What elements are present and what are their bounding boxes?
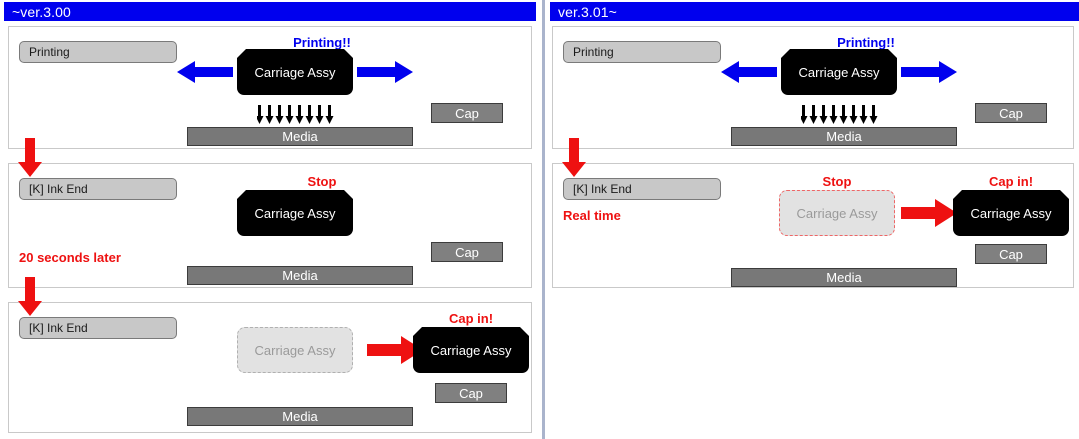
version-header-right: ver.3.01~ [550, 2, 1079, 21]
carriage-assy-ghost: Carriage Assy [779, 190, 895, 236]
cap-block: Cap [975, 244, 1047, 264]
version-column-old: ~ver.3.00 Printing Printing!! Carriage A… [4, 2, 536, 433]
carriage-assy: Carriage Assy [953, 190, 1069, 236]
scan-arrow-left-icon [721, 59, 777, 85]
column-divider [542, 0, 545, 439]
status-chip-printing: Printing [563, 41, 721, 63]
caption-stop: Stop [307, 174, 337, 189]
note-delay: 20 seconds later [19, 250, 121, 265]
media-bar: Media [731, 268, 957, 287]
carriage-assy: Carriage Assy [237, 49, 353, 95]
media-bar: Media [731, 127, 957, 146]
status-chip-ink-end: [K] Ink End [19, 317, 177, 339]
flow-arrow-down-icon [561, 138, 587, 178]
panel-left-printing: Printing Printing!! Carriage Assy [8, 26, 532, 149]
cap-block: Cap [975, 103, 1047, 123]
flow-arrow-down-icon [17, 138, 43, 178]
cap-block: Cap [431, 103, 503, 123]
carriage-assy: Carriage Assy [237, 190, 353, 236]
scan-arrow-left-icon [177, 59, 233, 85]
panel-left-ink-end-stopped: [K] Ink End Stop Carriage Assy 20 second… [8, 163, 532, 288]
status-chip-printing: Printing [19, 41, 177, 63]
carriage-assy: Carriage Assy [781, 49, 897, 95]
media-bar: Media [187, 127, 413, 146]
carriage-assy: Carriage Assy [413, 327, 529, 373]
panel-left-capped: [K] Ink End Carriage Assy Cap in! Carria… [8, 302, 532, 433]
flow-arrow-down-icon [17, 277, 43, 317]
version-column-new: ver.3.01~ Printing Printing!! Carriage A… [546, 0, 1079, 439]
caption-cap-in: Cap in! [988, 174, 1034, 189]
media-bar: Media [187, 407, 413, 426]
note-realtime: Real time [563, 208, 621, 223]
move-arrow-right-icon [367, 335, 423, 365]
caption-printing: Printing!! [837, 35, 895, 50]
scan-arrow-right-icon [357, 59, 413, 85]
ink-drop-arrows-icon [257, 105, 341, 125]
caption-printing: Printing!! [293, 35, 351, 50]
cap-block: Cap [431, 242, 503, 262]
caption-stop: Stop [822, 174, 852, 189]
caption-cap-in: Cap in! [448, 311, 494, 326]
ink-drop-arrows-icon [801, 105, 885, 125]
move-arrow-right-icon [901, 198, 957, 228]
status-chip-ink-end: [K] Ink End [19, 178, 177, 200]
panel-right-ink-end-capped: [K] Ink End Real time Stop Carriage Assy… [552, 163, 1074, 288]
version-header-left: ~ver.3.00 [4, 2, 536, 21]
media-bar: Media [187, 266, 413, 285]
carriage-assy-ghost: Carriage Assy [237, 327, 353, 373]
cap-block: Cap [435, 383, 507, 403]
status-chip-ink-end: [K] Ink End [563, 178, 721, 200]
panel-right-printing: Printing Printing!! Carriage Assy [552, 26, 1074, 149]
scan-arrow-right-icon [901, 59, 957, 85]
